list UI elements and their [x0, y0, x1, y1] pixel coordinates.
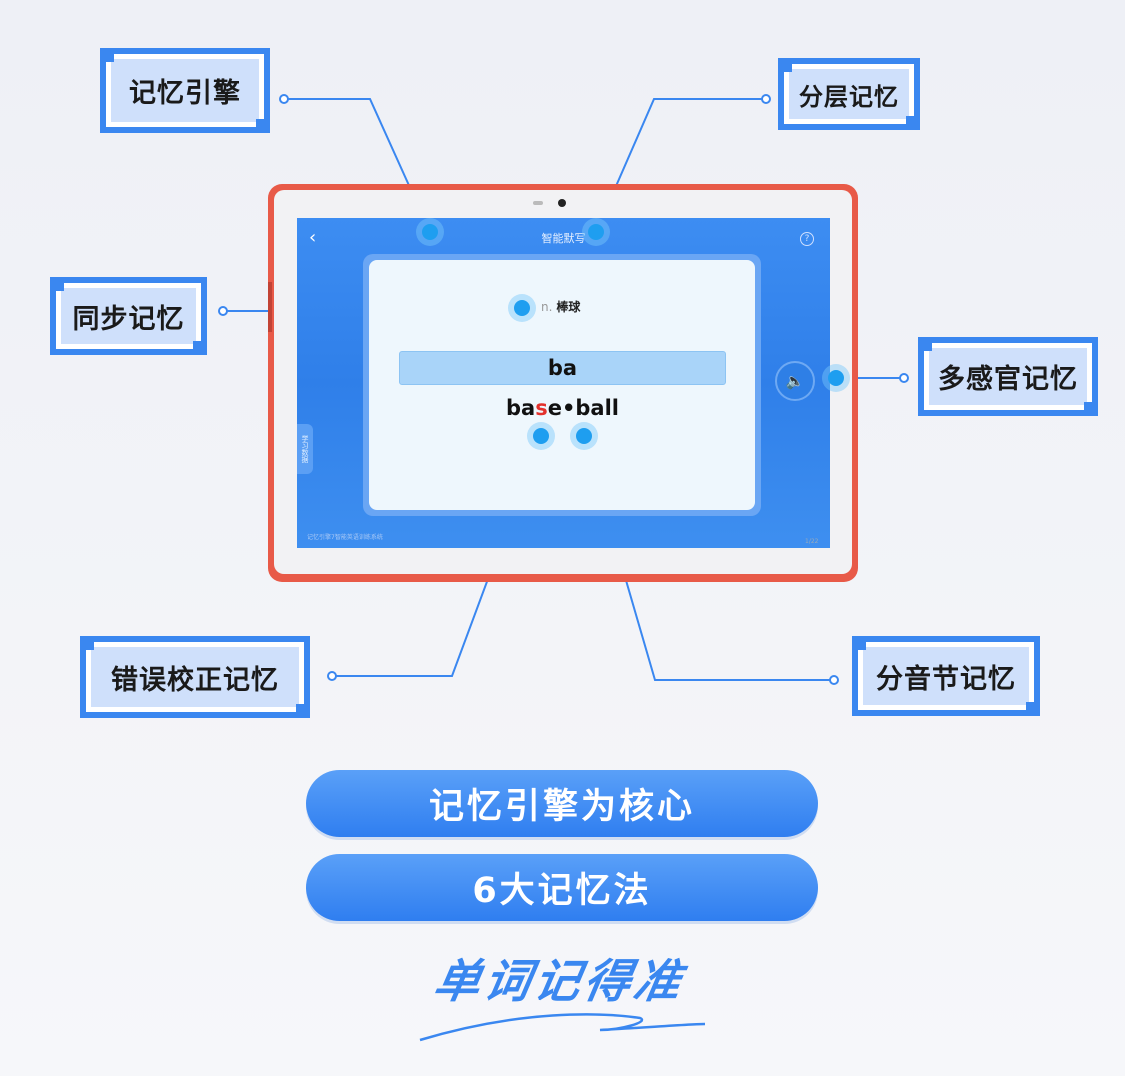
- callout-label: 分层记忆: [789, 69, 909, 119]
- word-prefix: ba: [506, 396, 536, 420]
- marker-dot: [588, 224, 604, 240]
- question-icon[interactable]: ?: [800, 232, 814, 246]
- anchor-sync-memory: [218, 306, 228, 316]
- callout-layered-memory: 分层记忆: [778, 58, 920, 130]
- marker-dot: [576, 428, 592, 444]
- anchor-error-correction: [327, 671, 337, 681]
- banner-core: 记忆引擎为核心: [306, 770, 818, 837]
- screen-footer: 记忆引擎7智能英语训练系统: [307, 534, 383, 541]
- callout-multisensory-memory: 多感官记忆: [918, 337, 1098, 416]
- speaker-icon[interactable]: 🔈: [775, 361, 815, 401]
- callout-label: 同步记忆: [61, 288, 196, 344]
- tablet-sensor: [533, 201, 543, 205]
- callout-memory-engine: 记忆引擎: [100, 48, 270, 133]
- callout-syllable-memory: 分音节记忆: [852, 636, 1040, 716]
- anchor-layered-memory: [761, 94, 771, 104]
- marker-dot: [828, 370, 844, 386]
- banner-methods: 6大记忆法: [306, 854, 818, 921]
- slogan: 单词记得准: [429, 954, 690, 1008]
- callout-label: 错误校正记忆: [91, 647, 299, 707]
- tablet-side-button: [268, 282, 272, 332]
- progress-counter: 1/22: [805, 538, 819, 545]
- marker-dot: [422, 224, 438, 240]
- callout-label: 记忆引擎: [111, 59, 259, 122]
- screen-title: 智能默写: [541, 232, 586, 245]
- tablet-camera: [558, 199, 566, 207]
- anchor-multisensory-memory: [899, 373, 909, 383]
- callout-label: 多感官记忆: [929, 348, 1087, 405]
- anchor-syllable: [829, 675, 839, 685]
- word-suffix: e•ball: [547, 396, 619, 420]
- word-highlight-letter: s: [535, 396, 548, 420]
- word-meaning: n.棒球: [541, 298, 580, 315]
- slogan-swoosh: [419, 1013, 706, 1042]
- callout-error-correction-memory: 错误校正记忆: [80, 636, 310, 718]
- marker-dot: [533, 428, 549, 444]
- syllable-word: base•ball: [399, 396, 726, 420]
- study-data-tab[interactable]: 学习数据: [297, 424, 313, 474]
- back-arrow-icon[interactable]: ‹: [309, 227, 317, 248]
- meaning-text: 棒球: [556, 300, 581, 314]
- tablet-screen: ‹ 智能默写 ? 1/22 n.棒球 ba base•ball 学习数据 🔈 记…: [297, 218, 830, 548]
- anchor-memory-engine: [279, 94, 289, 104]
- part-of-speech: n.: [541, 300, 553, 314]
- callout-sync-memory: 同步记忆: [50, 277, 207, 355]
- marker-dot: [514, 300, 530, 316]
- callout-label: 分音节记忆: [863, 647, 1029, 705]
- word-card: 1/22: [369, 260, 818, 545]
- answer-input[interactable]: ba: [399, 351, 726, 385]
